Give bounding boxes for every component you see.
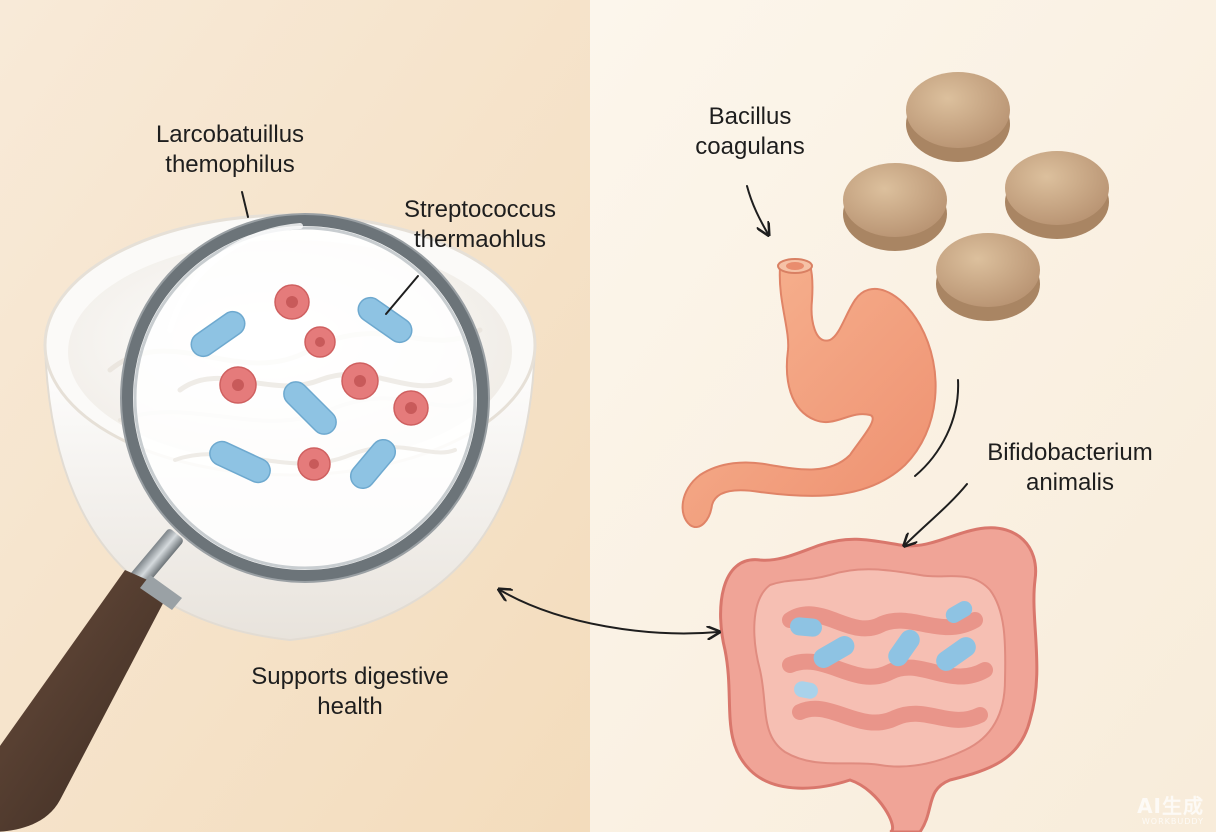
lactobacillus-line2: themophilus [165, 151, 295, 178]
cocci-bacteria-group [219, 284, 429, 481]
bacillus-line1: Bacillus [708, 103, 792, 130]
gut-bacterium [794, 681, 818, 699]
rod-bacterium [190, 310, 246, 358]
streptococcus-line1: Streptococcus [403, 196, 557, 223]
magnifying-glass-icon [0, 213, 490, 832]
rod-bacterium [283, 381, 337, 435]
gut-bacterium [945, 601, 973, 623]
rod-bacterium [349, 438, 397, 490]
tablet-group [843, 72, 1109, 321]
lactobacillus-label: Larcobatuillus themophilus [120, 120, 340, 180]
stomach-flow-arc [914, 379, 960, 477]
streptococcus-label: Streptococcus thermaohlus [385, 195, 575, 255]
intestine-icon [719, 526, 1039, 832]
tablet-icon [936, 233, 1040, 321]
bacillus-line2: coagulans [695, 133, 805, 160]
gut-bacterium [813, 636, 855, 668]
gut-connection-arrow [500, 590, 718, 633]
bifidobacterium-label: Bifidobacterium animalis [960, 438, 1180, 498]
tablet-icon [1005, 151, 1109, 239]
streptococcus-line2: thermaohlus [413, 226, 547, 253]
bacillus-arrow [746, 185, 768, 234]
bacillus-label: Bacillus coagulans [665, 102, 835, 162]
streptococcus-pointer [385, 275, 419, 315]
digestive-line1: Supports digestive [251, 663, 449, 690]
bifidobacterium-arrow [905, 483, 968, 545]
watermark-sub: WORKBUDDY [1141, 817, 1204, 826]
pointer-lines [241, 185, 968, 633]
watermark-main: AI生成 [1137, 794, 1204, 818]
lactobacillus-pointer [241, 191, 249, 218]
bifidobacterium-line1: Bifidobacterium [987, 439, 1153, 466]
stomach-icon [681, 258, 937, 528]
gut-bacterium [790, 617, 822, 637]
rod-bacterium [357, 296, 413, 344]
rod-bacterium [209, 440, 271, 484]
digestive-health-label: Supports digestive health [205, 662, 495, 722]
gut-bacterium [888, 629, 920, 667]
lactobacillus-line1: Larcobatuillus [155, 121, 305, 148]
gut-bacterium [936, 637, 976, 671]
tablet-icon [906, 72, 1010, 162]
tablet-icon [843, 163, 947, 251]
ai-generated-watermark: AI生成 WORKBUDDY [1137, 795, 1204, 826]
digestive-line2: health [317, 693, 383, 720]
bifidobacterium-line2: animalis [1025, 469, 1115, 496]
rod-bacteria-group [190, 296, 413, 490]
